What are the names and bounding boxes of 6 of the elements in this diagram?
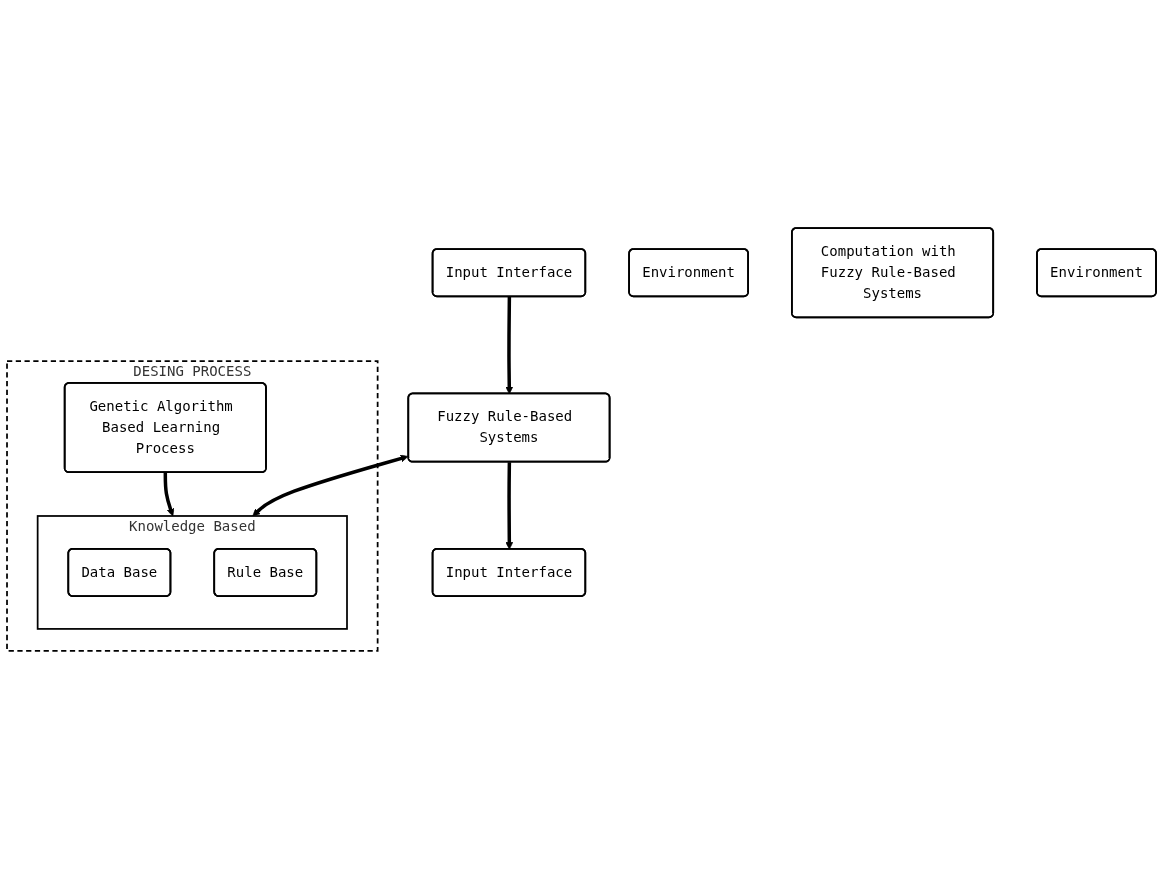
arrow bbox=[505, 296, 514, 394]
arrow bbox=[505, 461, 514, 550]
arrow bbox=[163, 471, 175, 516]
cluster bbox=[6, 359, 379, 652]
cluster bbox=[36, 514, 348, 630]
arrow bbox=[252, 454, 409, 516]
